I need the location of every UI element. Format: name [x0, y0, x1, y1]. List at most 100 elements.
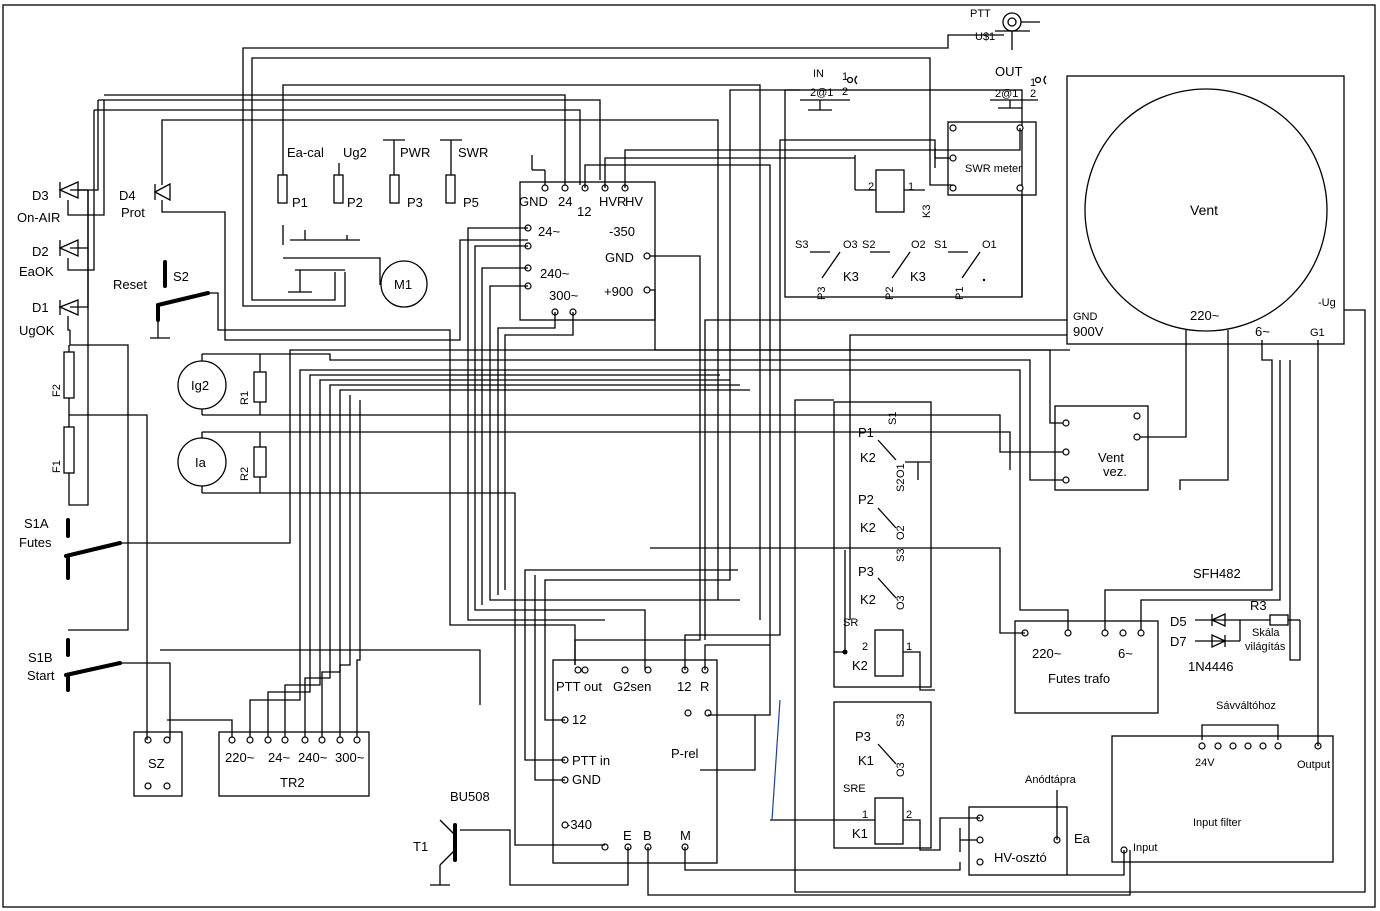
rm-sre: SRE — [843, 783, 866, 795]
d7-label: D7 — [1170, 634, 1187, 649]
input-filter: Input filter Sávváltóhoz 24V Output Inpu… — [1111, 700, 1334, 863]
sb-s2: S2 — [862, 239, 875, 251]
led-d4: D4 Prot — [119, 182, 171, 220]
relay-k3-coil: 2 1 K3 — [854, 155, 933, 218]
psu-ac240: 240~ — [540, 266, 570, 281]
meter-ig2: Ig2 — [191, 378, 209, 393]
ctrl-e: E — [623, 828, 632, 843]
relay-k2-k1-area: S1 P1 K2 O1 S2 P2 K2 O2 S3 P3 K2 O3 SR 2… — [833, 401, 932, 849]
if-24v: 24V — [1195, 757, 1215, 769]
d3-name: On-AIR — [17, 210, 60, 225]
switch-s1a: S1A Futes — [19, 516, 122, 580]
rm-o1: O1 — [895, 463, 907, 478]
futes-label: Futes — [19, 535, 52, 550]
ctrl-b: B — [643, 828, 652, 843]
skala1-label: Skála — [1252, 627, 1280, 639]
ctrl-prel: P-rel — [671, 746, 699, 761]
rm-pin2b: 2 — [906, 809, 912, 821]
bu508-label: BU508 — [450, 789, 490, 804]
fuses: F2 F1 — [51, 351, 75, 474]
rm-p3b: P3 — [855, 729, 871, 744]
pot-ug2: Ug2 — [343, 145, 367, 160]
in-pin1: 1 — [842, 71, 848, 83]
s1b-label: S1B — [28, 650, 53, 665]
sb-p1: P1 — [954, 287, 966, 300]
k3-pin2: 2 — [868, 181, 874, 193]
tr2-240: 240~ — [298, 750, 328, 765]
potentiometers: Ea-cal Ug2 PWR SWR P1 P2 P3 P5 — [277, 139, 488, 210]
in-2at1: 2@1 — [810, 87, 833, 99]
fuse-f2: F2 — [51, 384, 63, 397]
hv-divider: HV-osztó Anódtápra Ea — [959, 774, 1091, 876]
transistor-t1: BU508 T1 — [413, 789, 490, 886]
vent-fan: Vent GND 900V 220~ 6~ G1 -Ug — [1066, 75, 1345, 345]
frame-border — [2, 4, 1376, 908]
if-savv: Sávváltóhoz — [1216, 700, 1276, 712]
rm-o3b: O3 — [895, 762, 907, 777]
ctrl-m: M — [680, 828, 691, 843]
sb-o2: O2 — [911, 239, 926, 251]
pot-p2: P2 — [347, 195, 363, 210]
ptt-connector: PTT U$1 OUT — [970, 8, 1040, 79]
power-supply: GND 24 12 HVR HV 24~ 240~ 300~ -350 GND … — [519, 155, 656, 321]
rm-pin1: 1 — [906, 641, 912, 653]
out-label: OUT — [995, 64, 1023, 79]
pot-swr: SWR — [458, 145, 488, 160]
vent-6: 6~ — [1255, 324, 1270, 339]
rm-s1: S1 — [887, 412, 899, 425]
in-connector: IN 1 2 2@1 — [800, 68, 858, 111]
rm-pin1b: 1 — [862, 809, 868, 821]
sb-s1: S1 — [934, 239, 947, 251]
ventvez-label2: vez. — [1103, 464, 1127, 479]
hv-anod: Anódtápra — [1025, 774, 1077, 786]
ctrl-ptt-out: PTT out — [556, 679, 602, 694]
vent-controller: Vent vez. — [1054, 405, 1149, 491]
sb-p2: P2 — [884, 287, 896, 300]
rm-s3: S3 — [895, 549, 907, 562]
s1a-label: S1A — [24, 516, 49, 531]
vent-900v: 900V — [1073, 324, 1104, 339]
diode-label: 1N4446 — [1188, 659, 1234, 674]
sz-label: SZ — [148, 756, 165, 771]
start-label: Start — [27, 668, 55, 683]
switch-s1b: S1B Start — [27, 638, 122, 692]
rm-k2c: K2 — [860, 592, 876, 607]
led-d2: D2 EaOK — [19, 238, 79, 279]
d1-label: D1 — [32, 300, 49, 315]
reset-switch-s2: Reset S2 — [113, 260, 210, 339]
k3-pin1: 1 — [908, 181, 914, 193]
rm-k2b: K2 — [860, 520, 876, 535]
pot-p1: P1 — [292, 195, 308, 210]
rm-k2a: K2 — [860, 450, 876, 465]
motor-label: M1 — [394, 277, 412, 292]
d4-name: Prot — [121, 205, 145, 220]
in-pin2: 2 — [842, 86, 848, 98]
sb-k3a: K3 — [843, 269, 859, 284]
pot-ea-cal: Ea-cal — [287, 145, 324, 160]
rm-k1: K1 — [852, 826, 868, 841]
relay-k3-area — [784, 89, 1023, 298]
if-input: Input — [1133, 842, 1157, 854]
vent-label: Vent — [1190, 202, 1218, 218]
r3-label: R3 — [1250, 598, 1267, 613]
vent-gnd: GND — [1073, 311, 1098, 323]
led-d3: D3 On-AIR — [17, 180, 79, 225]
ptt-label: PTT — [970, 8, 991, 20]
reset-label: Reset — [113, 277, 147, 292]
psu-24: 24 — [558, 194, 572, 209]
meters: Ig2 Ia R1 R2 — [177, 353, 267, 494]
heater-transformer: 220~ 6~ Futes trafo SFH482 — [1014, 566, 1241, 714]
rm-k2: K2 — [852, 658, 868, 673]
swr-meter-label: SWR meter — [965, 163, 1022, 175]
switch-block-k3: S3 O3 S2 O2 S1 O1 P3 P2 P1 K3 K3 — [795, 239, 997, 300]
meter-ia: Ia — [195, 455, 207, 470]
rm-o3: O3 — [895, 595, 907, 610]
sz-block: SZ — [133, 731, 183, 797]
sb-o3: O3 — [843, 239, 858, 251]
rm-o2: O2 — [895, 525, 907, 540]
psu-gnd: GND — [519, 194, 548, 209]
rm-s3b: S3 — [895, 714, 907, 727]
rm-s2: S2 — [895, 479, 907, 492]
